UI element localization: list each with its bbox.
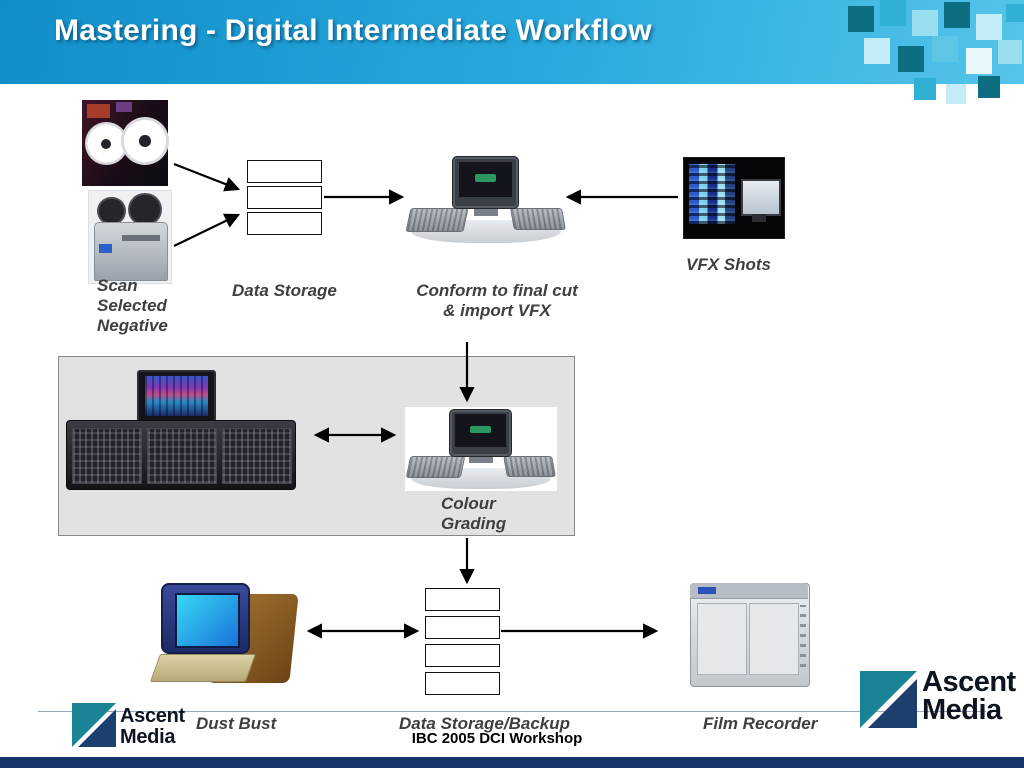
decorative-square	[976, 14, 1002, 40]
console-body	[66, 420, 296, 490]
logo-line1: Ascent	[120, 705, 185, 727]
logo-line2: Media	[120, 726, 176, 748]
decorative-square	[880, 0, 906, 26]
console-panel	[71, 428, 142, 484]
conform-label: Conform to final cut & import VFX	[416, 281, 578, 320]
colour-grading-label: Colour Grading	[441, 494, 507, 533]
decorative-square	[914, 78, 936, 100]
ascent-media-logo-text: Ascent Media	[922, 666, 1016, 726]
footer-bar	[0, 757, 1024, 768]
backup-storage-rect	[425, 616, 500, 639]
recorder-badge	[698, 587, 716, 595]
decorative-square	[912, 10, 938, 36]
monitor-stand	[469, 455, 493, 464]
decorative-square	[1006, 4, 1024, 22]
console-screen	[144, 375, 208, 417]
decorative-mosaic	[840, 0, 1024, 112]
film-recorder-image	[690, 583, 810, 687]
vfx-thumbnails	[689, 164, 735, 224]
page-title: Mastering - Digital Intermediate Workflo…	[54, 14, 652, 47]
backup-storage-rect	[425, 672, 500, 695]
workstation	[405, 408, 556, 490]
dust-bust-computer-image	[149, 583, 299, 691]
monitor-stand	[473, 207, 499, 216]
vfx-monitor-stand	[752, 214, 766, 222]
data-storage-rect	[247, 160, 322, 183]
recorder-door	[749, 603, 800, 675]
colour-grading-workstation-image	[405, 407, 557, 491]
decorative-square	[848, 6, 874, 32]
film-machine-part	[116, 101, 132, 113]
decorative-square	[944, 2, 970, 28]
decorative-square	[864, 38, 890, 64]
workstation-monitor	[451, 156, 520, 210]
workstation-keyboard	[405, 455, 465, 479]
vfx-shots-photo	[683, 157, 785, 239]
logo-teal-triangle	[72, 703, 116, 747]
logo-line2: Media	[922, 694, 1002, 726]
dust-bust-label: Dust Bust	[196, 714, 277, 733]
decorative-square	[978, 76, 1000, 98]
ascent-media-logo-icon	[72, 703, 116, 747]
scanner-badge	[98, 244, 112, 253]
arrow-film-to-storage	[173, 162, 241, 192]
logo-teal-triangle	[860, 671, 917, 728]
decorative-square	[932, 36, 958, 62]
console-panel	[222, 428, 293, 484]
data-storage-rect	[247, 212, 322, 235]
negative-scanner-photo	[88, 190, 172, 284]
logo-navy-triangle	[78, 709, 116, 747]
arrow-scanner-to-storage	[173, 213, 241, 247]
workstation-keyboard	[405, 207, 469, 232]
workstation-screen	[458, 161, 513, 198]
workshop-label: IBC 2005 DCI Workshop	[411, 730, 583, 747]
decorative-square	[898, 46, 924, 72]
scan-label: Scan Selected Negative	[97, 276, 168, 335]
film-reel	[84, 122, 128, 166]
scanner-slot	[121, 235, 160, 241]
film-machine-part	[87, 104, 110, 119]
decorative-square	[966, 48, 992, 74]
backup-storage-rect	[425, 644, 500, 667]
console-panel	[146, 428, 218, 484]
computer-screen	[174, 593, 240, 648]
scanner-reel	[97, 196, 126, 226]
logo-line1: Ascent	[922, 666, 1016, 698]
console-monitor	[136, 370, 216, 422]
film-reels-photo	[82, 100, 169, 186]
vfx-monitor	[741, 178, 781, 217]
workstation-monitor	[448, 408, 513, 458]
workstation-keyboard	[510, 207, 566, 230]
vfx-label: VFX Shots	[686, 255, 772, 274]
backup-label: Data Storage/Backup	[399, 714, 570, 733]
recorder-vents	[799, 605, 806, 667]
computer-monitor	[160, 583, 250, 654]
decorative-square	[998, 40, 1022, 64]
recorder-top-panel	[690, 583, 808, 600]
data-storage-rect	[247, 186, 322, 209]
recorder-door	[697, 603, 748, 675]
decorative-square	[946, 84, 966, 104]
backup-storage-rect	[425, 588, 500, 611]
data-storage-label: Data Storage	[232, 281, 337, 300]
film-recorder-label: Film Recorder	[703, 714, 818, 733]
film-reel	[120, 117, 169, 166]
footer-divider	[38, 711, 986, 712]
logo-navy-triangle	[867, 678, 917, 728]
grading-console-photo	[66, 370, 296, 490]
workstation-screen	[455, 413, 506, 447]
scanner-reel	[128, 192, 162, 227]
ascent-media-logo-icon	[860, 671, 917, 728]
conform-workstation-image	[405, 156, 566, 244]
workstation-keyboard	[503, 455, 556, 477]
computer-keyboard	[149, 654, 256, 683]
ascent-media-logo-text: Ascent Media	[120, 706, 185, 748]
